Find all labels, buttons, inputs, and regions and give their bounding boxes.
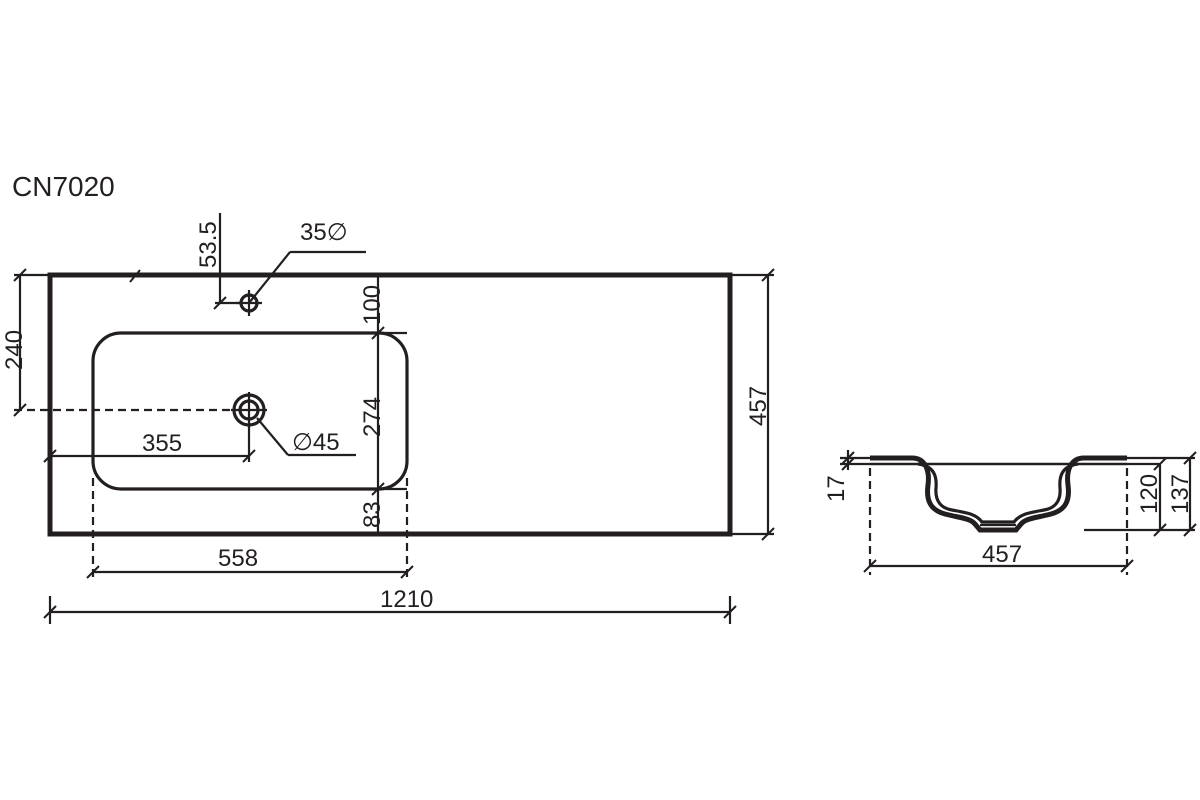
label-total-length: 1210 [380,586,433,613]
label-drain-from-left: 355 [142,430,182,457]
label-side-depth: 457 [982,541,1022,568]
dim-total-length: 1210 [43,586,737,624]
dim-drain-from-left: 355 [43,426,256,463]
dim-bowl-vertical: 100 274 83 [359,275,407,534]
dim-total-depth: 457 [730,268,775,541]
label-bowl-bottom-margin: 83 [359,501,386,528]
label-side-bowl-height: 120 [1136,474,1163,514]
dim-bowl-width: 558 [86,478,414,580]
dim-side-thickness: 17 [823,450,870,502]
label-drain-from-top: 240 [1,330,28,370]
label-bowl-width: 558 [218,545,258,572]
label-side-total-height: 137 [1167,474,1194,514]
label-bowl-to-edge: 100 [359,285,386,325]
label-drain-diameter: ∅45 [292,429,340,456]
side-section [870,455,1127,533]
dim-tap-offset: 53.5 [129,213,240,310]
dim-drain-diameter: ∅45 [256,417,356,457]
label-total-depth: 457 [745,386,772,426]
dim-tap-diameter: 35∅ [248,219,366,304]
model-title: CN7020 [12,171,115,202]
countertop-outline [47,272,733,537]
label-bowl-depth: 274 [359,397,386,437]
label-side-thickness: 17 [823,475,850,502]
dim-side-heights: 120 137 [1084,451,1197,537]
label-tap-diameter: 35∅ [300,219,348,246]
dim-side-depth: 457 [863,468,1134,575]
label-tap-offset: 53.5 [195,221,222,268]
drain-hole [231,392,267,428]
dim-drain-from-top: 240 [1,268,50,417]
